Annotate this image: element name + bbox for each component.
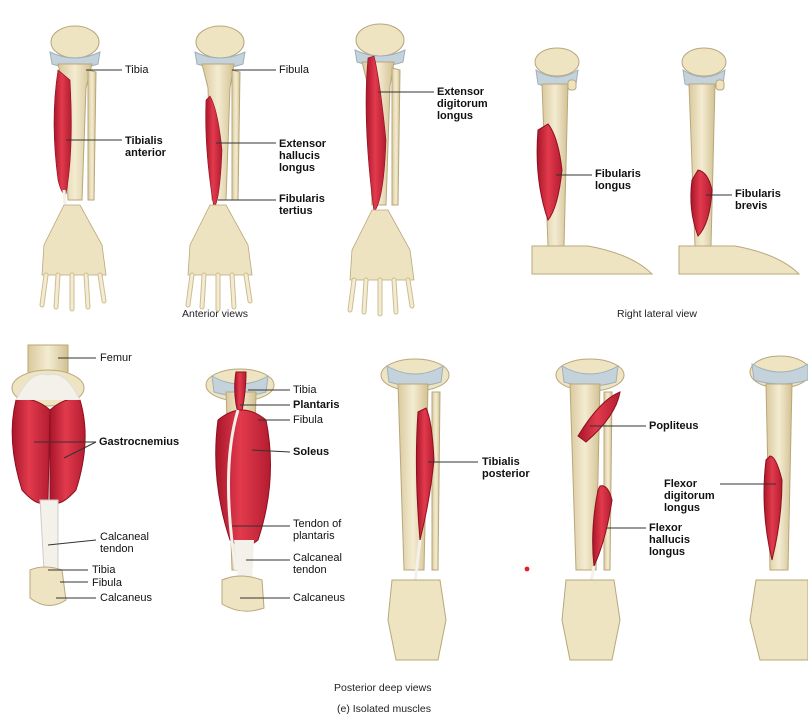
label-tibialis-anterior: Tibialis anterior: [125, 135, 166, 159]
label-soleus: Soleus: [293, 446, 329, 458]
label-flexor-hallucis-longus: Flexor hallucis longus: [649, 522, 690, 558]
label-tendon-of-plantaris: Tendon of plantaris: [293, 518, 341, 542]
label-fibula-bottom-2: Fibula: [293, 414, 323, 426]
anterior-leg-3: [350, 24, 414, 314]
caption-right-lateral-view: Right lateral view: [617, 308, 697, 320]
label-calcaneus-2: Calcaneus: [293, 592, 345, 604]
label-extensor-digitorum-longus: Extensor digitorum longus: [437, 86, 488, 122]
label-calcaneal-tendon-1: Calcaneal tendon: [100, 531, 149, 555]
posterior-leg-popliteus: [556, 359, 624, 660]
label-fibularis-tertius: Fibularis tertius: [279, 193, 325, 217]
label-tibialis-posterior: Tibialis posterior: [482, 456, 530, 480]
posterior-leg-gastrocnemius: [12, 345, 85, 606]
lateral-leg-1: [532, 48, 652, 274]
label-fibula-bottom-1: Fibula: [92, 577, 122, 589]
posterior-leg-flexor-digitorum: [750, 356, 808, 660]
label-calcaneal-tendon-2: Calcaneal tendon: [293, 552, 342, 576]
label-tibia-top: Tibia: [125, 64, 148, 76]
tibialis-anterior-muscle: [54, 70, 71, 194]
label-extensor-hallucis-longus: Extensor hallucis longus: [279, 138, 326, 174]
label-gastrocnemius: Gastrocnemius: [99, 436, 179, 448]
label-fibularis-longus: Fibularis longus: [595, 168, 641, 192]
label-tibia-bottom-1: Tibia: [92, 564, 115, 576]
lateral-leg-2: [679, 48, 799, 274]
caption-isolated-muscles: (e) Isolated muscles: [337, 703, 431, 715]
label-calcaneus-1: Calcaneus: [100, 592, 152, 604]
label-tibia-bottom-2: Tibia: [293, 384, 316, 396]
label-flexor-digitorum-longus: Flexor digitorum longus: [664, 478, 715, 514]
label-fibularis-brevis: Fibularis brevis: [735, 188, 781, 212]
caption-posterior-deep-views: Posterior deep views: [334, 682, 431, 694]
lateral-view-panel: [512, 40, 802, 290]
caption-anterior-views: Anterior views: [182, 308, 248, 320]
posterior-leg-tibialis-posterior: [381, 359, 449, 660]
anterior-leg-2: [188, 26, 252, 309]
label-plantaris: Plantaris: [293, 399, 339, 411]
anterior-leg-1: [42, 26, 106, 309]
label-popliteus: Popliteus: [649, 420, 699, 432]
label-femur: Femur: [100, 352, 132, 364]
red-dot-marker: [525, 567, 530, 572]
label-fibula-top: Fibula: [279, 64, 309, 76]
